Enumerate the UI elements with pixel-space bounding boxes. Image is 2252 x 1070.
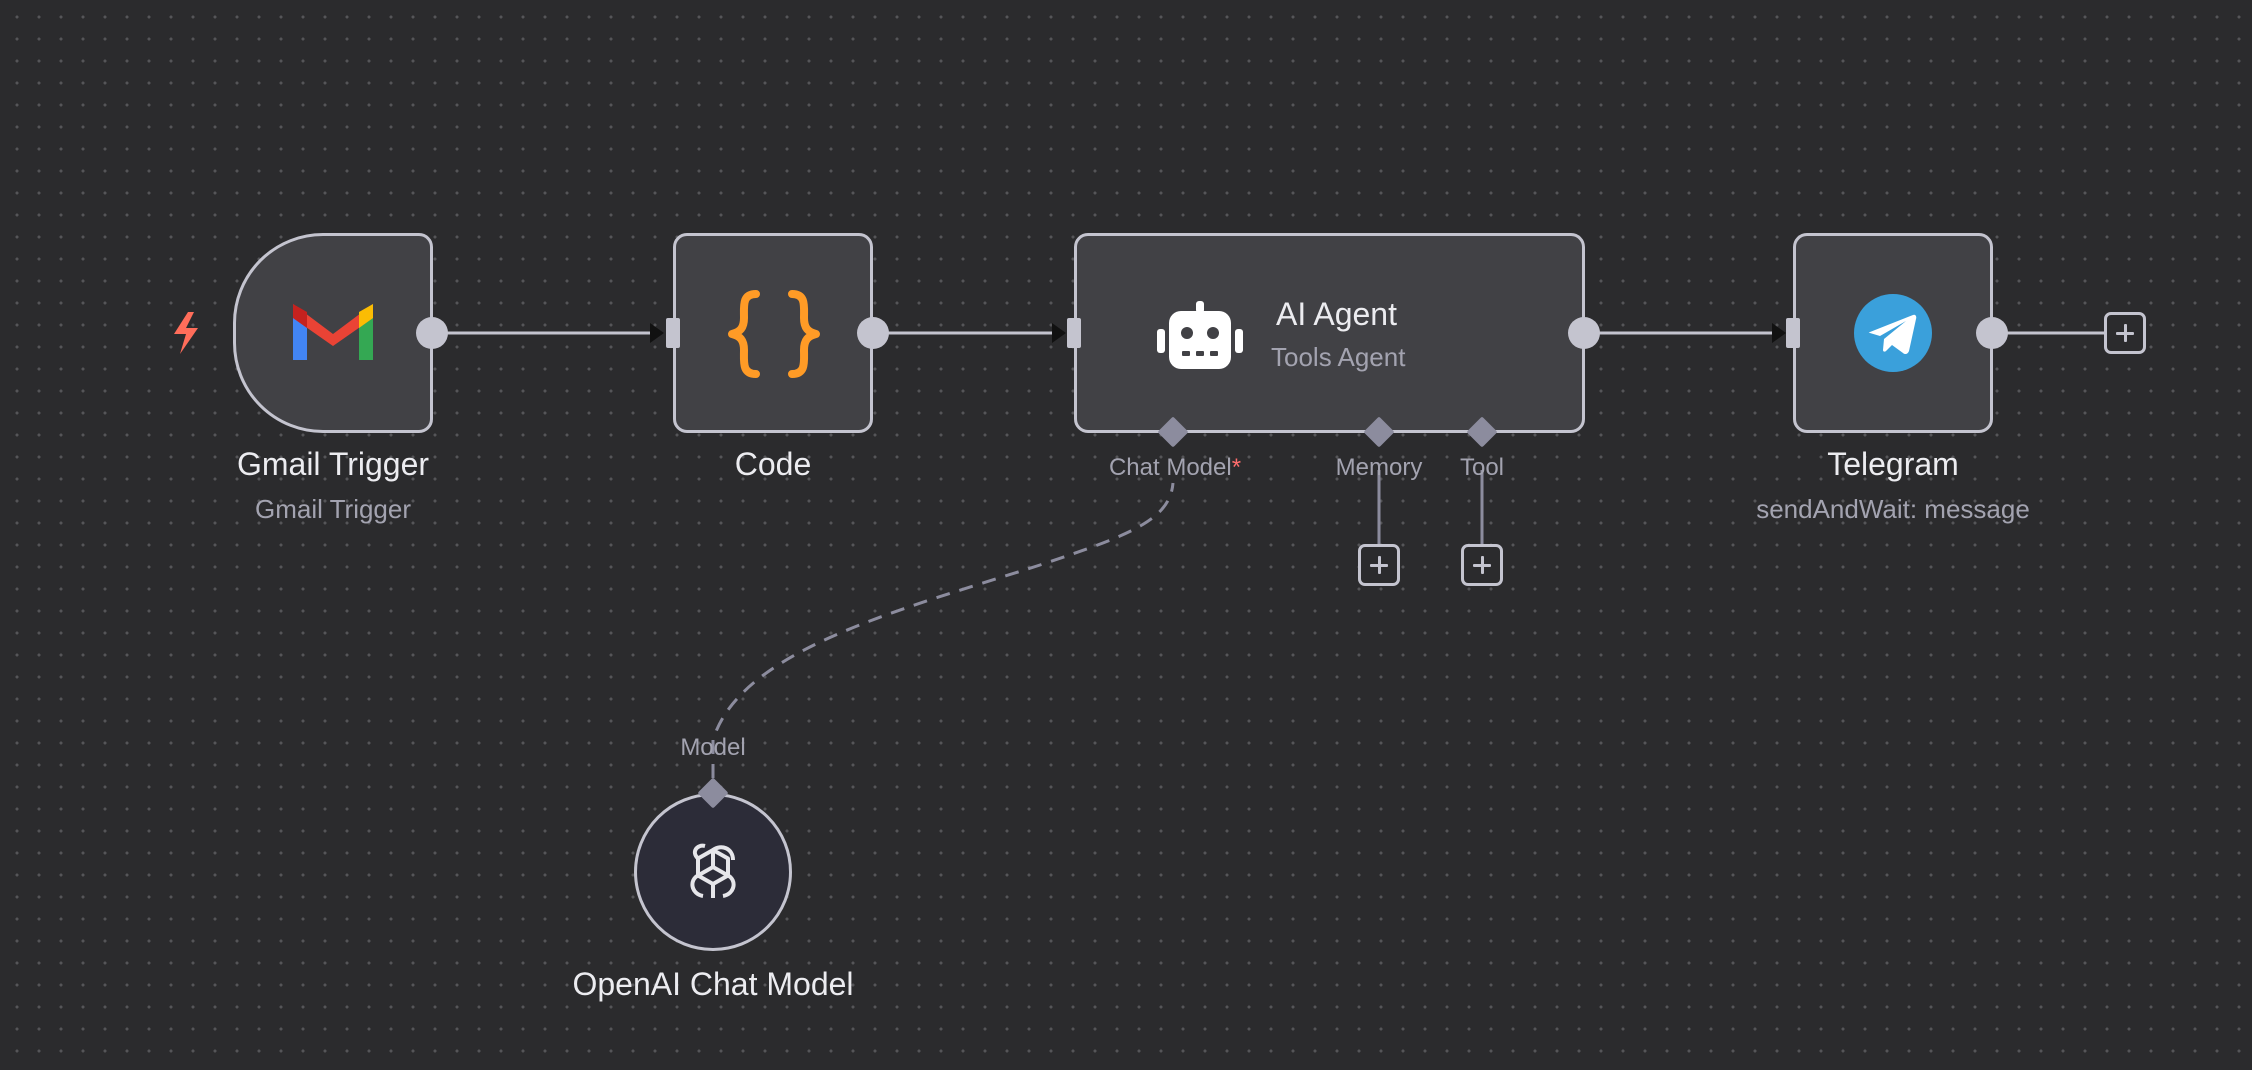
tool-port-label: Tool <box>1459 454 1505 481</box>
trigger-bolt-icon <box>174 312 198 354</box>
code-title: Code <box>734 446 812 482</box>
required-marker: * <box>1231 454 1242 481</box>
robot-icon <box>1157 301 1243 369</box>
telegram-subtitle: sendAndWait: message <box>1756 494 2030 524</box>
ai-agent-title: AI Agent <box>1276 296 1397 332</box>
gmail-trigger-subtitle: Gmail Trigger <box>254 494 412 524</box>
gmail-trigger-title: Gmail Trigger <box>236 446 430 482</box>
telegram-icon <box>1854 294 1932 372</box>
arrowhead-telegram <box>1772 323 1786 343</box>
chat-model-port-label: Chat Model* <box>1108 454 1242 481</box>
gmail-icon <box>293 304 373 360</box>
add-tool-button[interactable] <box>1461 544 1503 586</box>
telegram-input-handle[interactable] <box>1786 318 1800 348</box>
telegram-output-handle[interactable] <box>1976 317 2008 349</box>
node-code[interactable] <box>673 233 873 433</box>
memory-port-label: Memory <box>1335 454 1423 481</box>
openai-chat-model-title: OpenAI Chat Model <box>572 966 854 1002</box>
connection-model-to-agent[interactable] <box>711 482 1175 778</box>
node-ai-agent[interactable]: AI Agent Tools Agent <box>1074 233 1585 433</box>
curly-braces-icon <box>728 290 820 378</box>
gmail-output-handle[interactable] <box>416 317 448 349</box>
ai-agent-subtitle: Tools Agent <box>1271 342 1406 372</box>
code-input-handle[interactable] <box>666 318 680 348</box>
node-gmail-trigger[interactable] <box>233 233 433 433</box>
code-output-handle[interactable] <box>857 317 889 349</box>
telegram-title: Telegram <box>1827 446 1959 482</box>
node-openai-chat-model[interactable] <box>634 793 792 951</box>
add-memory-button[interactable] <box>1358 544 1400 586</box>
ai-agent-input-handle[interactable] <box>1067 318 1081 348</box>
add-next-node-button[interactable] <box>2104 312 2146 354</box>
arrowhead-code <box>650 323 664 343</box>
model-port-label: Model <box>680 734 746 761</box>
arrowhead-agent <box>1052 323 1066 343</box>
openai-icon <box>690 843 736 898</box>
ai-agent-output-handle[interactable] <box>1568 317 1600 349</box>
node-telegram[interactable] <box>1793 233 1993 433</box>
